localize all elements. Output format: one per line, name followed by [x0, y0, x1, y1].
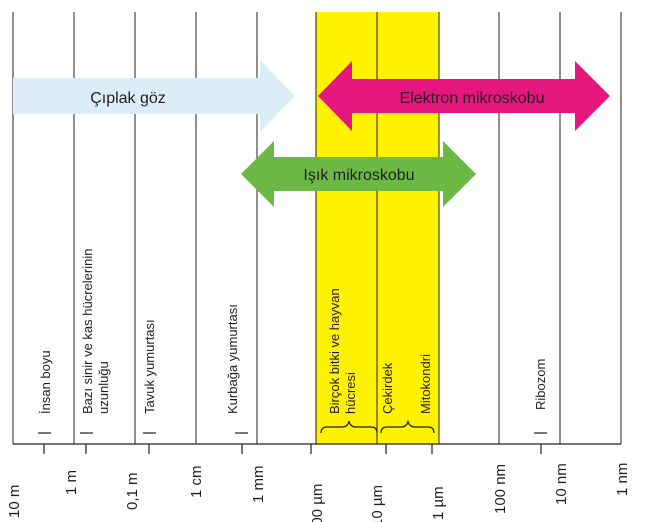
light-microscope-range-arrow: [241, 141, 476, 207]
scale-tick-label: 1 cm: [188, 465, 205, 498]
svg-text:Birçok bitki ve hayvan h: Birçok bitki ve hayvan hücresi: [327, 285, 358, 414]
object-label-line: Bazı sinir ve kas hücrelerinin: [80, 249, 95, 414]
object-label-line: uzunluğu: [96, 361, 111, 414]
object-label-bitki-hayvan-hucresi: Birçok bitki ve hayvan hücresi: [327, 285, 358, 414]
light-microscope-label: Işık mikroskobu: [303, 167, 414, 184]
object-label-kurbaga-yumurtasi: Kurbağa yumurtası: [225, 304, 240, 414]
object-label-ribozom: Ribozom: [533, 359, 548, 410]
object-label-line: Birçok bitki ve hayvan: [327, 288, 342, 414]
scale-tick-label: 10 µm: [369, 485, 386, 522]
scale-tick-labels: 10 m 1 m 0,1 m 1 cm 1 mm 100 µm 10 µm 1 …: [6, 463, 631, 522]
object-label-tavuk-yumurtasi: Tavuk yumurtası: [142, 319, 157, 414]
object-label-sinir-kas: Bazı sinir ve kas hücrelerinin uzunluğu: [80, 245, 111, 414]
object-label-mitokondri: Mitokondri: [418, 354, 433, 414]
range-braces: [320, 420, 435, 434]
scale-tick-label: 10 m: [6, 485, 23, 518]
object-label-insan-boyu: İnsan boyu: [38, 350, 53, 414]
naked-eye-range-arrow: [13, 60, 295, 132]
scale-tick-label: 1 m: [63, 470, 80, 495]
scale-tick-label: 100 nm: [492, 464, 509, 514]
scale-tick-label: 0,1 m: [124, 472, 141, 510]
electron-microscope-range-arrow: [318, 61, 610, 131]
scale-tick-label: 1 mm: [250, 466, 267, 504]
scale-tick-label: 1 µm: [430, 486, 447, 520]
scale-tick-label: 10 nm: [553, 463, 570, 505]
naked-eye-label: Çıplak göz: [90, 90, 166, 107]
organelle-range-brace: [380, 420, 435, 434]
scale-tick-label: 1 nm: [614, 463, 631, 496]
electron-microscope-label: Elektron mikroskobu: [400, 90, 545, 107]
scale-tick-marks: [43, 444, 542, 454]
svg-text:Bazı sinir ve kas hücrelerinin: Bazı sinir ve kas hücrelerinin uzunluğu: [80, 245, 111, 414]
object-label-cekirdek: Çekirdek: [380, 362, 395, 414]
scale-tick-label: 100 µm: [309, 484, 326, 522]
object-label-line: hücresi: [343, 372, 358, 414]
cell-range-brace: [320, 420, 378, 434]
